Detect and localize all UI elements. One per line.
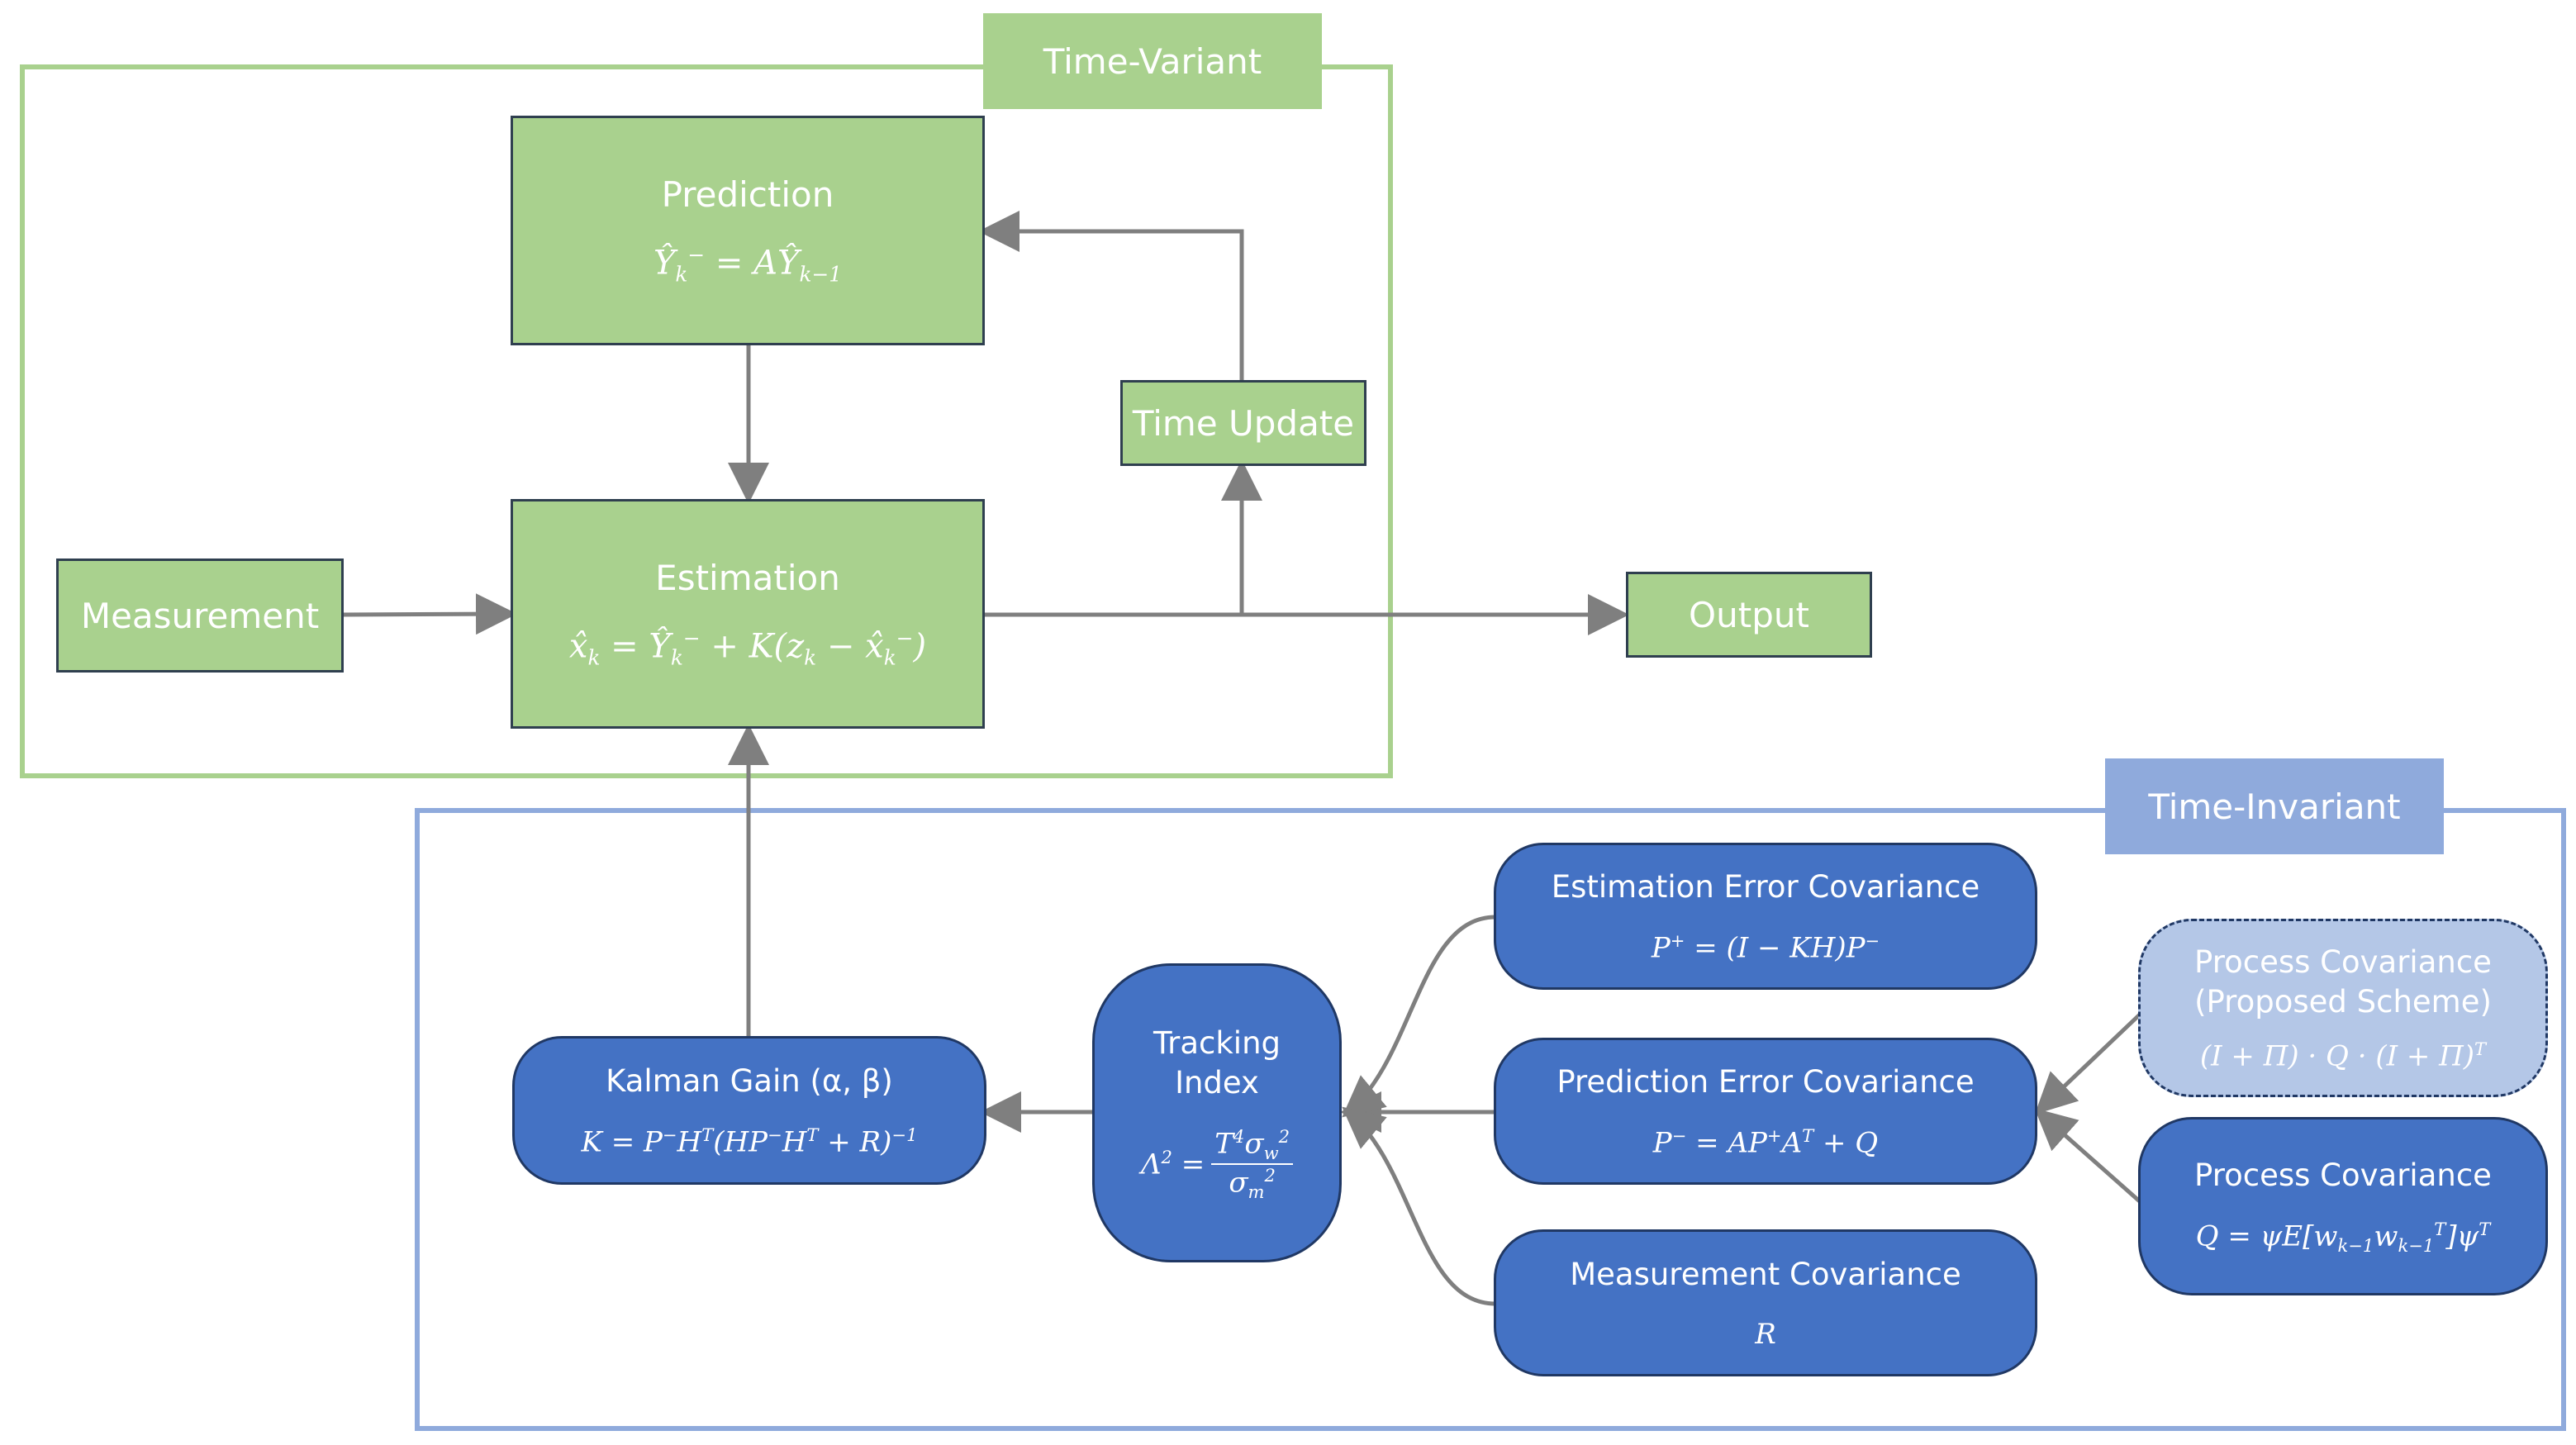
estimation-error-covariance-box: Estimation Error Covariance P+ = (I − KH… (1494, 843, 2037, 990)
output-title: Output (1689, 594, 1809, 635)
output-box: Output (1626, 572, 1872, 658)
prediction-title: Prediction (661, 174, 834, 216)
kalman-gain-equation: K = P−HT(HP−HT + R)−1 (581, 1124, 918, 1159)
process-covariance-title: Process Covariance (2194, 1157, 2492, 1194)
process-covariance-proposed-box: Process Covariance (Proposed Scheme) (I … (2138, 919, 2548, 1097)
tracking-index-box: Tracking Index Λ2 = T4σw2 σm2 (1092, 963, 1342, 1262)
estimation-error-covariance-title: Estimation Error Covariance (1551, 869, 1980, 906)
tracking-index-line1: Tracking (1153, 1024, 1281, 1061)
curve-estimation-cov-to-tracking-index (1342, 915, 1496, 1118)
measurement-covariance-box: Measurement Covariance R (1494, 1229, 2037, 1376)
time-variant-frame (20, 64, 1393, 778)
process-covariance-proposed-line2: (Proposed Scheme) (2194, 984, 2492, 1020)
prediction-error-covariance-title: Prediction Error Covariance (1557, 1064, 1975, 1100)
process-covariance-proposed-line1: Process Covariance (2194, 944, 2492, 981)
tracking-index-line2: Index (1175, 1064, 1259, 1100)
tracking-index-equation: Λ2 = T4σw2 σm2 (1141, 1126, 1294, 1202)
measurement-title: Measurement (80, 595, 320, 636)
arrow-proposed-process-cov-to-prediction-cov (2034, 1011, 2143, 1115)
measurement-covariance-equation: R (1755, 1318, 1776, 1351)
time-update-title: Time Update (1132, 402, 1355, 444)
process-covariance-proposed-equation: (I + Π) · Q · (I + Π)T (2199, 1039, 2487, 1073)
time-invariant-label: Time-Invariant (2105, 758, 2444, 854)
estimation-error-covariance-equation: P+ = (I − KH)P− (1651, 930, 1880, 965)
prediction-equation: Ŷk− = AŶk−1 (653, 243, 843, 287)
estimation-equation: x̂k = Ŷk− + K(zk − x̂k−) (568, 626, 927, 670)
prediction-error-covariance-box: Prediction Error Covariance P− = AP+AT +… (1494, 1038, 2037, 1185)
measurement-covariance-title: Measurement Covariance (1570, 1257, 1961, 1292)
time-update-box: Time Update (1120, 380, 1366, 466)
estimation-title: Estimation (655, 558, 840, 599)
arrow-process-cov-to-prediction-cov (2034, 1108, 2143, 1205)
time-variant-label: Time-Variant (983, 13, 1322, 109)
process-covariance-equation: Q = ψE[wk−1wk−1T]ψT (2195, 1219, 2491, 1257)
arrow-measurement-to-estimation (341, 593, 517, 635)
time-invariant-frame (415, 808, 2566, 1431)
curve-measurement-cov-to-tracking-index (1342, 1106, 1496, 1306)
process-covariance-box: Process Covariance Q = ψE[wk−1wk−1T]ψT (2138, 1117, 2548, 1295)
kalman-gain-box: Kalman Gain (α, β) K = P−HT(HP−HT + R)−1 (512, 1036, 986, 1185)
measurement-box: Measurement (56, 559, 344, 673)
prediction-error-covariance-equation: P− = AP+AT + Q (1652, 1125, 1879, 1160)
arrow-time-update-to-prediction (978, 211, 1244, 382)
prediction-box: Prediction Ŷk− = AŶk−1 (511, 116, 985, 345)
estimation-box: Estimation x̂k = Ŷk− + K(zk − x̂k−) (511, 499, 985, 729)
kalman-gain-title: Kalman Gain (α, β) (606, 1063, 893, 1100)
